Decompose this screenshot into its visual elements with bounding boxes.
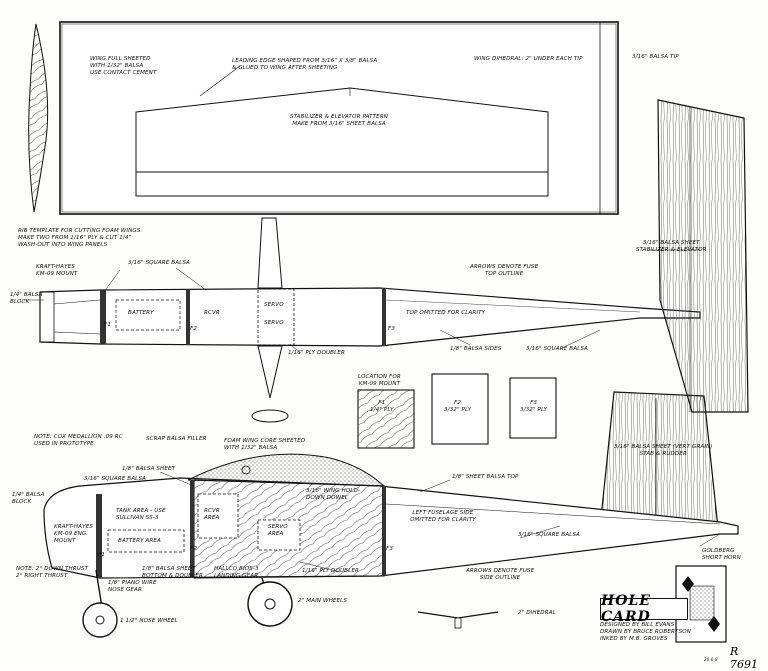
label-goldberg: GOLDBERG SHORT HORN [702, 548, 741, 561]
label-f2-ply: F2 3/32" PLY [444, 400, 472, 413]
label-battery: BATTERY [128, 310, 154, 316]
fin-top-view [257, 217, 283, 289]
wing-tip-outline [28, 23, 49, 213]
nose-wheel [82, 602, 118, 638]
note-rib-template: RIB TEMPLATE FOR CUTTING FOAM WINGS. MAK… [18, 228, 143, 248]
label-kraft-mount-side: KRAFT-HAYES KM-09 ENG. MOUNT [54, 524, 93, 544]
note-arrows-top: ARROWS DENOTE FUSE TOP OUTLINE [470, 264, 539, 277]
stabilizer-top-view [657, 99, 749, 413]
label-f3-top: F3 [388, 326, 395, 332]
label-battery-area: BATTERY AREA [118, 538, 161, 544]
label-tank-area: TANK AREA - USE SULLIVAN SS-3 [116, 508, 166, 521]
label-f3-side: F3 [386, 546, 393, 552]
side-view-fuselage [43, 453, 739, 579]
label-dihedral-2: 2" DIHEDRAL [518, 610, 556, 616]
wing-plan-panel [59, 21, 619, 215]
top-view-fuselage [39, 287, 701, 347]
note-wing-sheeted: WING FULL SHEETED WITH 1/32" BALSA USE C… [90, 56, 157, 76]
note-balsa-tip: 3/16" BALSA TIP [632, 54, 679, 60]
corner-mark: 20-6-8 [704, 657, 718, 662]
note-wing-dihedral: WING DIHEDRAL: 2" UNDER EACH TIP [474, 56, 583, 62]
label-ply-doubler-side: 1/16" PLY DOUBLER [302, 568, 359, 574]
label-bottom-doubler: 1/8" BALSA SHEET BOTTOM & DOUBLER [142, 566, 204, 579]
label-ply-doubler-top: 1/16" PLY DOUBLER [288, 350, 345, 356]
label-f2-top: F2 [190, 326, 197, 332]
label-servo-area: SERVO AREA [268, 524, 288, 537]
title-block: HOLE CARD [600, 593, 688, 625]
canopy-filler [187, 453, 386, 487]
credits: DESIGNED BY BILL EVANS DRAWN BY BRUCE RO… [600, 622, 691, 642]
label-square-balsa-top: 3/16" SQUARE BALSA [128, 260, 190, 266]
note-left-side-omitted: LEFT FUSELAGE SIDE OMITTED FOR CLARITY [410, 510, 476, 523]
label-hallco: HALLCO BIOS-3 LANDING GEAR [214, 566, 259, 579]
label-balsa-block-top: 1/4" BALSA BLOCK [10, 292, 43, 305]
former-f2 [431, 373, 489, 445]
former-f1 [357, 389, 415, 449]
former-f3 [509, 377, 557, 439]
label-piano-wire: 1/8" PIANO WIRE NOSE GEAR [108, 580, 157, 593]
label-rcvr-area: RCVR AREA [204, 508, 220, 521]
plan-number: R 7691 [730, 645, 758, 671]
label-servo-2: SERVO [264, 320, 284, 326]
label-f1-side: F1 [98, 552, 105, 558]
stab-pattern-outline [135, 87, 549, 197]
note-thrust: NOTE: 2° DOWN THRUST 2° RIGHT THRUST [16, 566, 89, 579]
note-top-omitted: TOP OMITTED FOR CLARITY [406, 310, 486, 316]
label-square-balsa-low: 3/16" SQUARE BALSA [518, 532, 580, 538]
label-sheet-top: 1/8" SHEET BALSA TOP [452, 474, 519, 480]
label-square-balsa-mid: 3/16" SQUARE BALSA [526, 346, 588, 352]
label-main-wheels: 2" MAIN WHEELS [298, 598, 348, 604]
label-square-balsa-side: 3/16" SQUARE BALSA [84, 476, 146, 482]
label-nose-wheel: 1 1/2" NOSE WHEEL [120, 618, 178, 624]
label-balsa-sides: 1/8" BALSA SIDES [450, 346, 502, 352]
label-f1-top: F1 [104, 322, 111, 328]
label-servo-1: SERVO [264, 302, 284, 308]
label-location-mount: LOCATION FOR KM-09 MOUNT [358, 374, 401, 387]
note-leading-edge: LEADING EDGE SHAPED FROM 3/16" X 3/8" BA… [232, 58, 378, 71]
label-wing-dowel: 3/16" WING HOLD- DOWN DOWEL [306, 488, 361, 501]
rudder-side-view [599, 391, 719, 529]
label-stab-sheet: 3/16" BALSA SHEET STABILIZER & ELEVATOR [636, 240, 707, 253]
label-vert-grain: 3/16" BALSA SHEET (VERT GRAIN) STAB & RU… [614, 444, 713, 457]
label-f1-ply: F1 1/4" PLY [370, 400, 394, 413]
label-kraft-mount-top: KRAFT-HAYES KM-09 MOUNT [36, 264, 78, 277]
note-stab-pattern: STABILIZER & ELEVATOR PATTERN MAKE FROM … [290, 114, 389, 127]
label-balsa-sheet: 1/8" BALSA SHEET [122, 466, 176, 472]
label-foam-cone: FOAM WING CORE SHEETED WITH 1/32" BALSA [224, 438, 306, 451]
dihedral-sketch [417, 611, 499, 619]
label-scrap-filler: SCRAP BALSA FILLER [146, 436, 207, 442]
plan-title: HOLE CARD [601, 593, 651, 625]
main-wheel [247, 581, 293, 627]
note-arrows-side: ARROWS DENOTE FUSE SIDE OUTLINE [466, 568, 535, 581]
label-f2-side: F2 [190, 546, 197, 552]
note-engine: NOTE: COX MEDALLION .09 RC USED IN PROTO… [34, 434, 123, 447]
label-balsa-block-side: 1/4" BALSA BLOCK [12, 492, 45, 505]
label-f3-ply: F3 3/32" PLY [520, 400, 548, 413]
label-rcvr: RCVR [204, 310, 220, 316]
